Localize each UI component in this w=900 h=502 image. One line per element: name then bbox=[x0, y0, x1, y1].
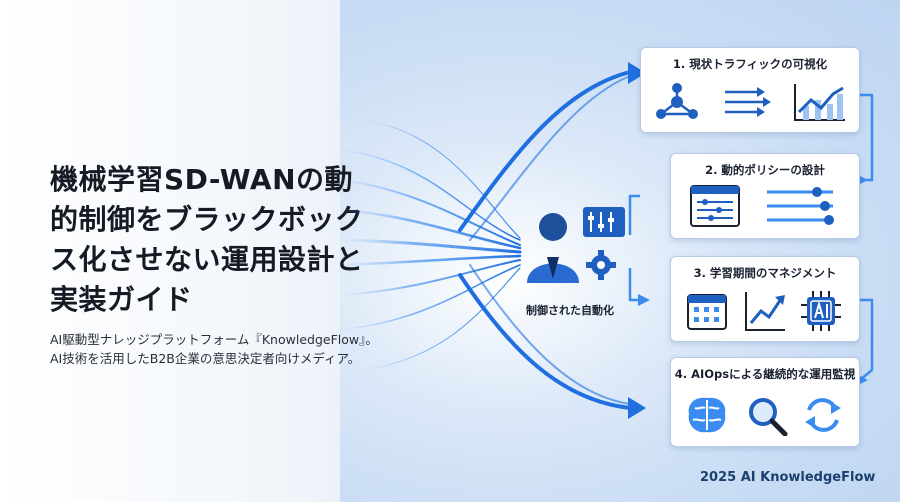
step-title-4: 4. AIOpsによる継続的な運用監視 bbox=[674, 367, 856, 381]
step-card-3: 3. 学習期間のマネジメント bbox=[670, 256, 860, 342]
automation-label: 制御された自動化 bbox=[526, 304, 614, 317]
ai-chip-icon bbox=[801, 291, 841, 331]
step-title-3: 3. 学習期間のマネジメント bbox=[693, 266, 837, 280]
page-title: 機械学習SD-WANの動的制御をブラックボックス化させない運用設計と実装ガイド bbox=[50, 163, 364, 316]
page-subtitle: AI駆動型ナレッジプラットフォーム『KnowledgeFlow』。AI技術を活用… bbox=[50, 332, 378, 366]
line-chart-icon bbox=[794, 84, 845, 121]
gear-icon bbox=[586, 250, 616, 280]
calendar-icon bbox=[687, 294, 727, 330]
left-panel bbox=[0, 0, 380, 502]
step-card-2: 2. 動的ポリシーの設計 bbox=[670, 153, 860, 239]
traffic-arrows-icon bbox=[725, 87, 771, 117]
step-card-1: 1. 現状トラフィックの可視化 bbox=[640, 47, 860, 133]
operator-icon bbox=[527, 207, 625, 283]
brain-icon bbox=[688, 397, 726, 433]
refresh-cycle-icon bbox=[805, 398, 841, 432]
data-flow-graphic bbox=[340, 62, 874, 419]
step-card-4: 4. AIOpsによる継続的な運用監視 bbox=[670, 357, 860, 447]
settings-window-icon bbox=[690, 185, 740, 227]
sliders-icon bbox=[767, 187, 834, 225]
magnifier-icon bbox=[749, 398, 788, 436]
network-nodes-icon bbox=[656, 83, 698, 119]
step-title-2: 2. 動的ポリシーの設計 bbox=[705, 163, 825, 177]
footer-copyright: 2025 AI KnowledgeFlow bbox=[700, 470, 876, 485]
step-title-1: 1. 現状トラフィックの可視化 bbox=[672, 57, 828, 71]
growth-chart-icon bbox=[745, 292, 785, 331]
